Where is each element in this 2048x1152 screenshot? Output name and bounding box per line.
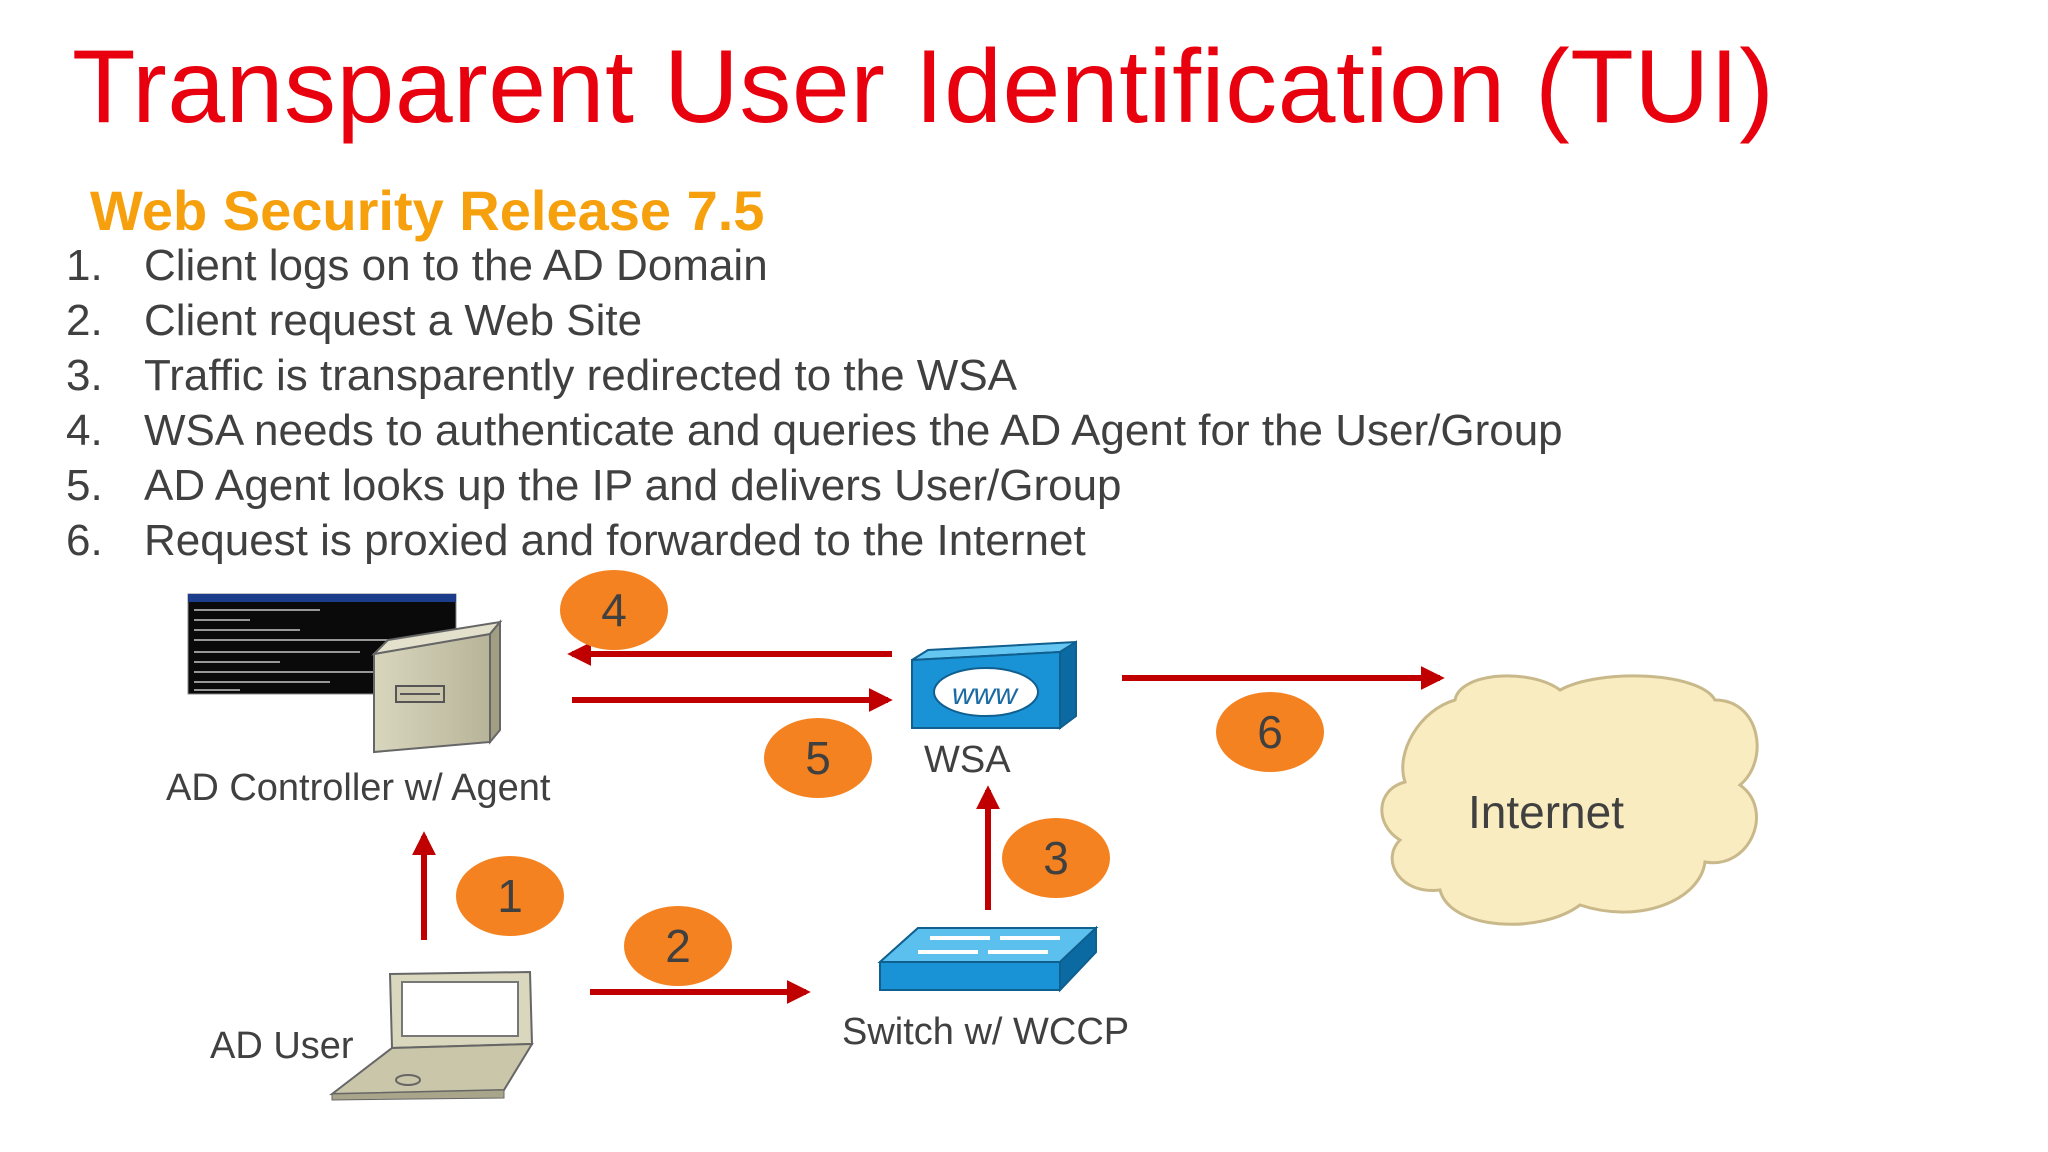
internet-cloud-icon [1380, 674, 1759, 926]
step-text: Client request a Web Site [144, 296, 643, 345]
badge-6-text: 6 [1257, 706, 1283, 758]
badge-6: 6 [1216, 692, 1324, 772]
slide-subtitle: Web Security Release 7.5 [90, 179, 765, 242]
step-text: Client logs on to the AD Domain [144, 241, 768, 290]
step-number: 3. [66, 351, 103, 400]
badge-1: 1 [456, 856, 564, 936]
badge-2-text: 2 [665, 920, 691, 972]
step-text: AD Agent looks up the IP and delivers Us… [144, 461, 1122, 510]
internet-label: Internet [1468, 786, 1624, 838]
list-item: 4. WSA needs to authenticate and queries … [66, 403, 1563, 458]
badge-5: 5 [764, 718, 872, 798]
slide-title: Transparent User Identification (TUI) [72, 29, 1775, 145]
step-number: 6. [66, 516, 103, 565]
laptop-icon [328, 970, 534, 1101]
wsa-www-text: www [952, 678, 1019, 711]
badge-4-text: 4 [601, 584, 627, 636]
wsa-icon: www [911, 640, 1077, 730]
ad-controller-label: AD Controller w/ Agent [166, 767, 551, 809]
step-text: Request is proxied and forwarded to the … [144, 516, 1086, 565]
switch-label: Switch w/ WCCP [842, 1011, 1129, 1053]
badge-3-text: 3 [1043, 832, 1069, 884]
step-text: WSA needs to authenticate and queries th… [144, 406, 1563, 455]
badge-5-text: 5 [805, 732, 831, 784]
ad-user-label: AD User [210, 1025, 354, 1067]
badge-4: 4 [560, 570, 668, 650]
badge-1-text: 1 [497, 870, 523, 922]
badge-2: 2 [624, 906, 732, 986]
step-number: 5. [66, 461, 103, 510]
badge-3: 3 [1002, 818, 1110, 898]
list-item: 1. Client logs on to the AD Domain [66, 238, 1563, 293]
steps-list: 1. Client logs on to the AD Domain 2. Clie… [66, 238, 1563, 568]
step-number: 1. [66, 241, 103, 290]
list-item: 3. Traffic is transparently redirected to… [66, 348, 1563, 403]
step-number: 2. [66, 296, 103, 345]
step-text: Traffic is transparently redirected to t… [144, 351, 1018, 400]
wsa-label: WSA [924, 739, 1011, 781]
list-item: 6. Request is proxied and forwarded to th… [66, 513, 1563, 568]
ad-controller-icon [187, 593, 503, 754]
switch-icon [877, 925, 1099, 993]
step-number: 4. [66, 406, 103, 455]
list-item: 5. AD Agent looks up the IP and delivers … [66, 458, 1563, 513]
list-item: 2. Client request a Web Site [66, 293, 1563, 348]
server-icon [371, 619, 503, 754]
